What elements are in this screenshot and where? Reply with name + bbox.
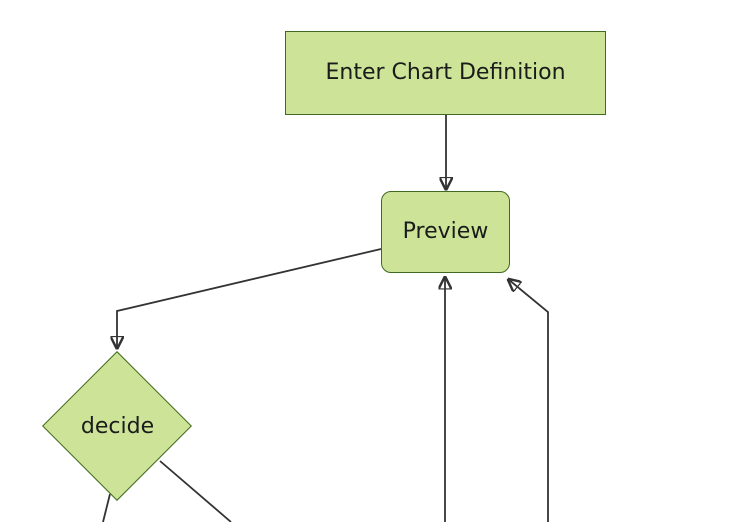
edge-decide-to-offscreen-right bbox=[159, 460, 232, 522]
edge-preview-to-decide bbox=[117, 248, 382, 348]
node-decide-label: decide bbox=[80, 413, 155, 439]
edge-decide-to-offscreen-left bbox=[102, 493, 111, 522]
node-enter-chart-definition-label: Enter Chart Definition bbox=[325, 59, 566, 85]
node-preview-label: Preview bbox=[402, 218, 489, 244]
node-enter-chart-definition: Enter Chart Definition bbox=[285, 31, 606, 115]
node-preview: Preview bbox=[381, 191, 510, 273]
node-decide: decide bbox=[42, 406, 193, 446]
edge-bottomright-to-preview bbox=[509, 280, 549, 522]
